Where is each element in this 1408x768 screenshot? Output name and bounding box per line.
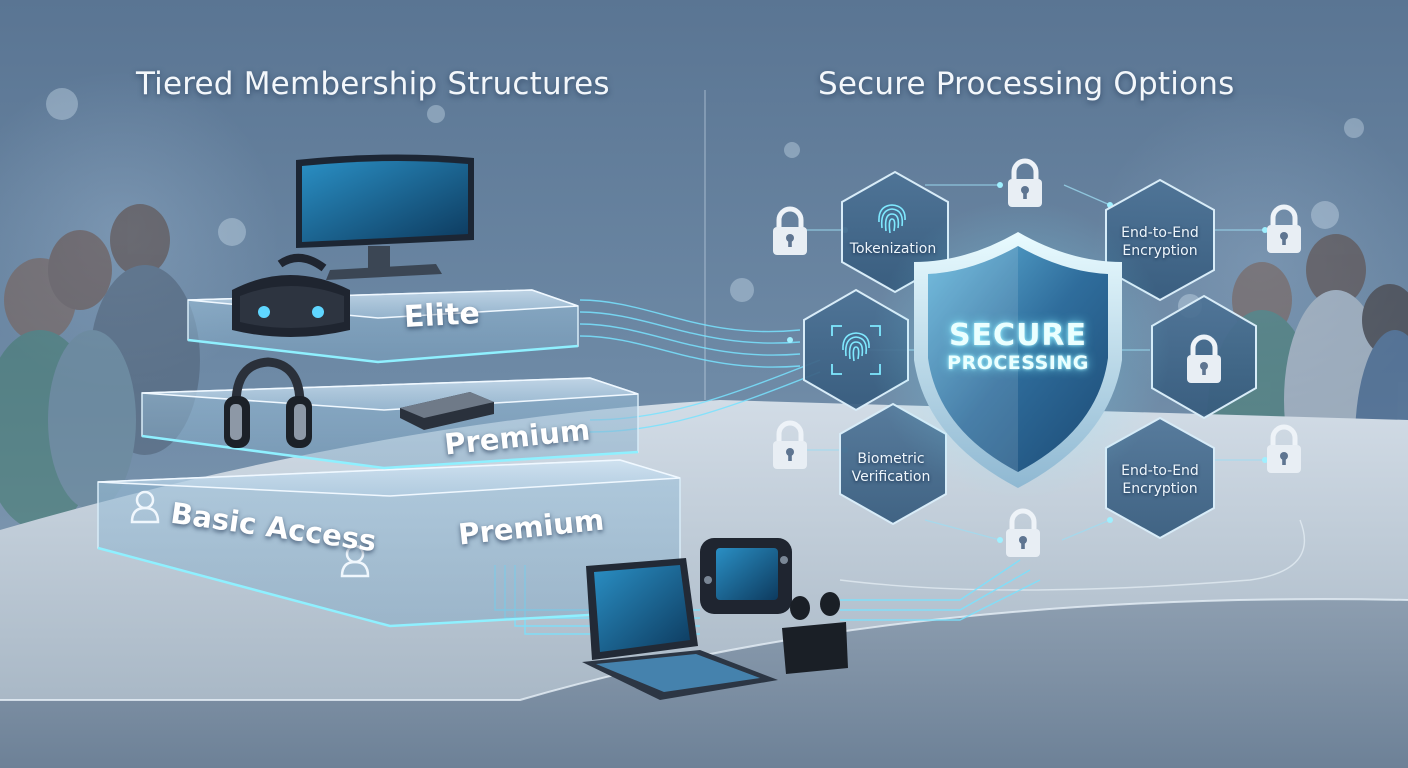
handheld-console-icon — [700, 538, 792, 614]
shield-icon — [914, 232, 1122, 488]
tier-label-elite: Elite — [403, 296, 481, 335]
earbuds-icon — [782, 592, 848, 674]
hex-label-e2e-bottom: End-to-End Encryption — [1121, 463, 1199, 497]
monitor-icon — [296, 154, 474, 280]
user-icon — [130, 490, 160, 524]
secure-processing-title: Secure Processing Options — [818, 66, 1235, 102]
hex-label-tokenization: Tokenization — [849, 241, 937, 257]
shield-text-secure: SECURE — [948, 318, 1088, 353]
hex-label-e2e-top: End-to-End Encryption — [1121, 225, 1199, 259]
user-icon — [340, 544, 370, 578]
shield-text-processing: PROCESSING — [947, 352, 1089, 374]
streaming-box-icon — [400, 392, 494, 430]
tablet-icon — [582, 558, 778, 700]
hex-label-biometric: Biometric Verification — [851, 451, 931, 485]
tiered-membership-title: Tiered Membership Structures — [136, 66, 610, 102]
headphones-icon — [224, 357, 312, 448]
vr-headset-icon — [232, 254, 350, 337]
